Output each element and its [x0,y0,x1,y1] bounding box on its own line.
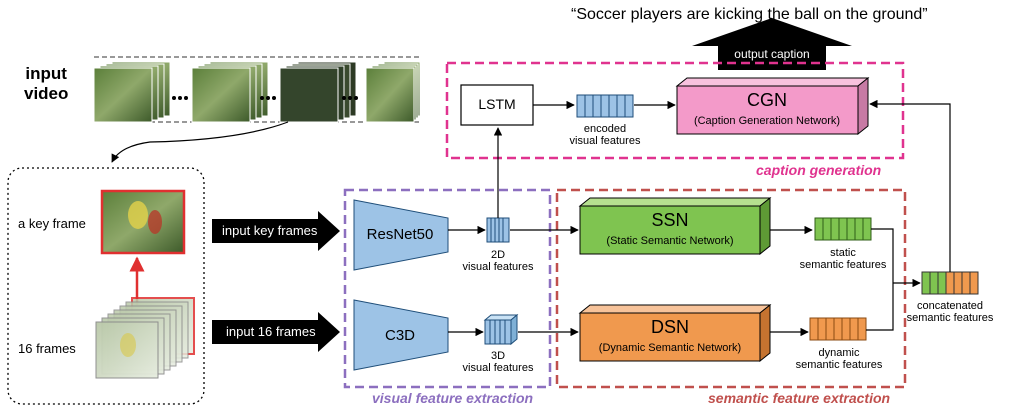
features-3d-line-2: visual features [462,362,534,374]
semantic-extraction-region [555,188,907,389]
feature-vector-3d [483,313,519,346]
lstm-label: LSTM [478,96,516,112]
ellipsis-dots [172,96,358,100]
dsn-block [578,303,772,363]
key-frame-image [100,189,186,255]
cgn-subtitle: (Caption Generation Network) [693,115,841,127]
concatenated-feature-vector [921,271,979,295]
input-16-frames-label: input 16 frames [226,324,316,339]
key-frame-label: a key frame [18,216,86,231]
caption-generation-region [445,61,905,160]
features-2d-line-2: visual features [462,261,534,273]
input-video-line-2: video [24,84,69,103]
dynamic-features-label: dynamic semantic features [796,347,883,371]
encoded-line-2: visual features [569,135,641,147]
concat-line-1: concatenated [916,300,984,312]
features-3d-line-1: 3D [490,350,506,362]
c3d-block [353,299,449,371]
frame-stack-4 [365,61,421,123]
ssn-subtitle: (Static Semantic Network) [606,235,734,247]
frame-stack-3 [279,61,357,123]
frames16-label: 16 frames [18,341,76,356]
cgn-block [675,76,870,136]
cgn-title: CGN [747,90,787,110]
features-3d-label: 3D visual features [463,350,534,374]
feature-vector-2d [486,217,510,243]
static-line-2: semantic features [799,259,887,271]
video-frame-strip [93,56,421,123]
dynamic-line-2: semantic features [795,359,883,371]
input-video-label: input video [24,64,68,104]
features-2d-line-1: 2D [490,249,506,261]
visual-extraction-label: visual feature extraction [372,390,534,406]
frame-stack-1 [93,61,171,123]
input-key-frames-arrow [212,211,340,251]
encoded-feature-vector [576,94,634,118]
resnet-block [353,199,449,271]
caption-generation-label: caption generation [756,162,882,178]
ssn-block [578,196,772,256]
dynamic-line-1: dynamic [818,347,860,359]
input-key-frames-label: input key frames [222,223,318,238]
input-16-frames-arrow [212,312,340,352]
ssn-title: SSN [651,210,689,230]
dynamic-feature-vector [809,317,867,341]
features-2d-label: 2D visual features [463,249,534,273]
semantic-extraction-label: semantic feature extraction [708,390,891,406]
c3d-label: C3D [384,327,416,344]
lstm-box [460,84,534,126]
output-caption-label: output caption [734,47,810,61]
video-to-frames-arrow [111,121,289,163]
static-line-1: static [830,247,856,259]
input-video-line-1: input [25,64,67,83]
concat-line-2: semantic features [906,312,994,324]
static-features-label: static semantic features [800,247,887,271]
frame-stack-2 [191,61,269,123]
dsn-title: DSN [650,317,690,337]
visual-extraction-region [343,188,552,389]
encoded-line-1: encoded [583,123,627,135]
encoded-features-label: encoded visual features [570,123,641,147]
concat-features-label: concatenated semantic features [907,300,994,324]
resnet-label: ResNet50 [366,226,434,243]
connectors [448,99,951,337]
frames16-stack [95,297,195,379]
caption-quote: “Soccer players are kicking the ball on … [571,6,928,23]
dsn-subtitle: (Dynamic Semantic Network) [598,342,742,354]
static-feature-vector [814,217,872,241]
output-caption-arrow [692,18,852,70]
